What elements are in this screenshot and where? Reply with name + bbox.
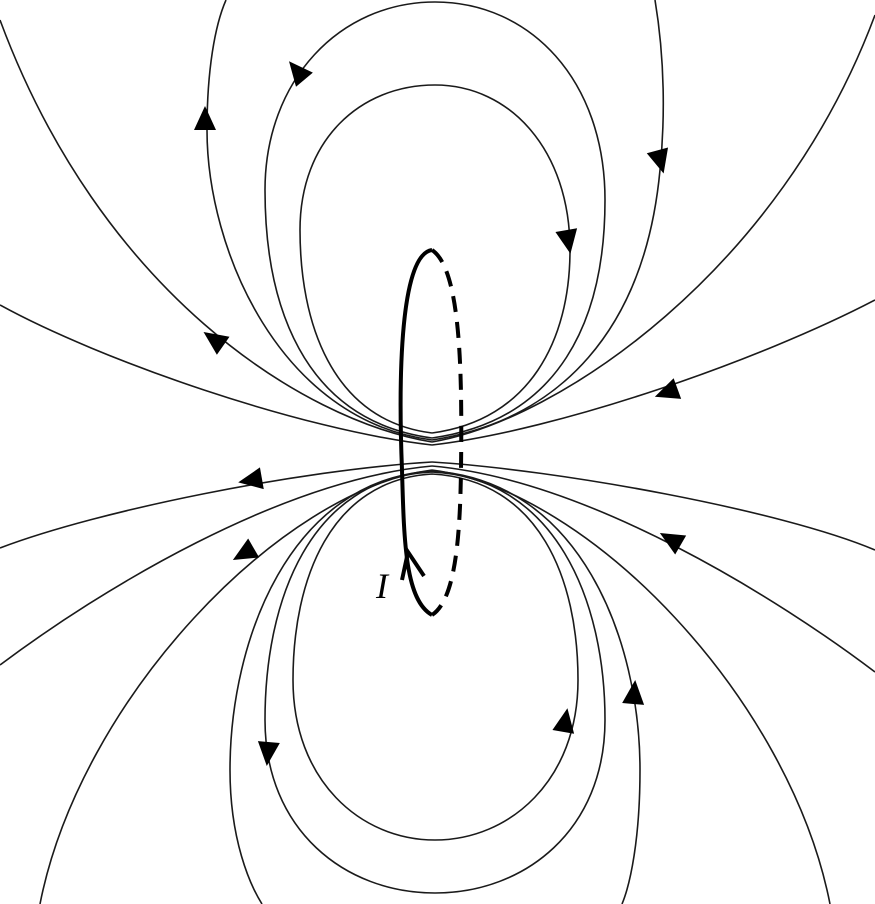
field-line-upper-left-diagonal xyxy=(0,19,433,443)
arrowhead-icon xyxy=(238,467,264,490)
arrowhead-icon xyxy=(659,533,687,555)
current-loop-back xyxy=(430,248,464,617)
arrowhead-icon xyxy=(232,538,260,560)
field-line-right-lower-horizontal xyxy=(431,461,875,551)
current-label: I xyxy=(376,566,388,606)
arrowhead-icon xyxy=(289,61,313,87)
arrowhead-icon xyxy=(257,741,280,766)
arrowhead-icon xyxy=(654,378,682,399)
field-line-lower-middle-loop xyxy=(264,471,606,894)
arrowhead-icon xyxy=(552,708,575,734)
field-line-left-upper-horizontal xyxy=(0,304,433,446)
field-line-upper-right-diagonal xyxy=(431,14,875,443)
arrowhead-icon xyxy=(203,331,230,355)
field-line-lower-right-diagonal xyxy=(431,465,875,673)
field-line-lower-inner-loop xyxy=(292,473,579,841)
arrowhead-icon xyxy=(646,147,669,174)
arrowhead-icon xyxy=(194,106,216,130)
current-loop-front xyxy=(398,248,434,617)
field-line-upper-inner-loop xyxy=(299,84,571,434)
field-line-left-lower-horizontal xyxy=(0,461,433,549)
field-line-upper-middle-loop xyxy=(264,1,606,439)
field-line-lower-right-steep xyxy=(431,469,831,904)
arrowhead-icon xyxy=(555,228,578,254)
field-line-lower-outer-left xyxy=(229,470,433,904)
field-line-lower-outer-right xyxy=(431,470,641,904)
field-line-lower-left-diagonal xyxy=(0,465,433,666)
field-line-right-upper-horizontal xyxy=(431,299,875,446)
arrowhead-icon xyxy=(622,680,645,705)
field-line-upper-outer-right xyxy=(431,0,665,441)
field-line-lower-left-steep xyxy=(39,469,433,904)
field-line-upper-outer-left xyxy=(206,0,433,441)
current-direction-arrow xyxy=(400,546,426,581)
